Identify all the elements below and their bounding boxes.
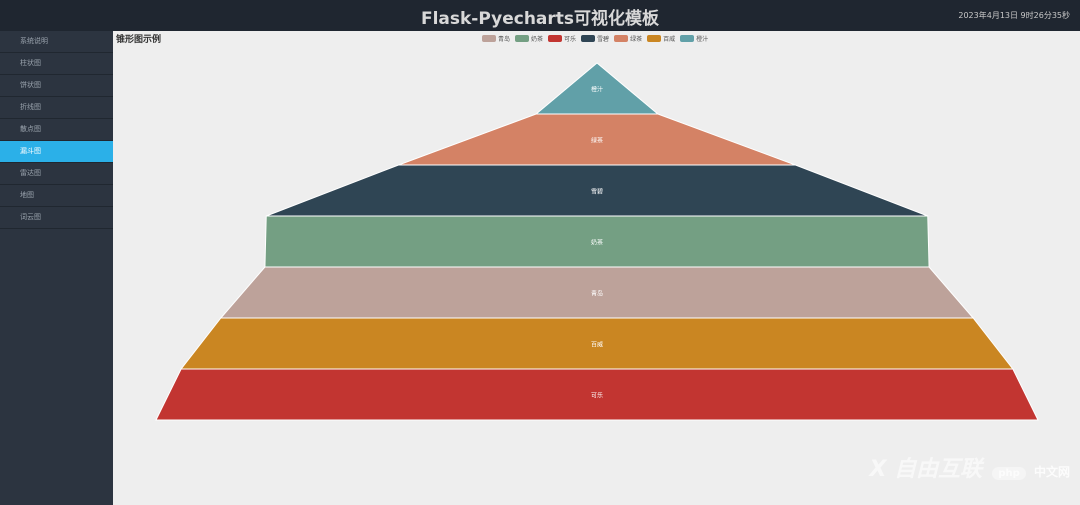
funnel-slice-label: 百威 [591,341,603,349]
legend-label: 奶茶 [531,35,544,43]
legend-item[interactable]: 可乐 [548,34,576,43]
legend-label: 雪碧 [597,35,610,43]
legend-item[interactable]: 雪碧 [581,34,609,43]
funnel-slice-label: 奶茶 [591,239,603,247]
legend-swatch [614,34,629,42]
chart-title: 锥形图示例 [116,35,162,45]
sidebar-nav: 系统说明 柱状图 饼状图 折线图 散点图 漏斗图 雷达图 地图 词云图 [0,31,113,505]
funnel-slice-label: 青岛 [591,290,603,298]
legend-label: 青岛 [498,35,511,43]
sidebar-item-funnel-chart[interactable]: 漏斗图 [0,141,113,163]
watermark-site: 中文网 [1033,465,1070,479]
watermark-brand: X 自由互联 [869,457,983,482]
funnel-slice-label: 绿茶 [591,137,603,145]
clock-display: 2023年4月13日 9时26分35秒 [958,11,1070,20]
legend-label: 橙汁 [696,35,709,43]
legend-swatch [515,34,530,42]
funnel-slice[interactable] [155,368,1039,421]
legend-label: 绿茶 [630,35,643,43]
sidebar-item-map[interactable]: 地图 [0,185,113,207]
legend-swatch [680,34,695,42]
legend-swatch [482,34,496,42]
funnel-slice-label: 可乐 [591,393,603,400]
funnel-slice-label: 雪碧 [591,188,603,196]
watermark-pill: php [992,467,1026,480]
funnel-slice-label: 橙汁 [591,86,603,94]
sidebar-item-pie-chart[interactable]: 饼状图 [0,75,113,97]
legend-item[interactable]: 奶茶 [515,34,543,43]
sidebar-item-system-info[interactable]: 系统说明 [0,31,113,53]
chart-legend: 青岛 奶茶 可乐 雪碧 绿茶 百威 橙汁 [482,33,708,43]
legend-item[interactable]: 橙汁 [680,34,708,43]
chart-panel: 锥形图示例 青岛奶茶可乐雪碧绿茶百威橙汁 橙汁绿茶雪碧奶茶青岛百威可乐 X 自由… [113,31,1080,505]
sidebar-item-word-cloud[interactable]: 词云图 [0,207,113,229]
legend-swatch [548,34,563,42]
app-header: Flask-Pyecharts可视化模板 2023年4月13日 9时26分35秒 [0,0,1080,31]
legend-item[interactable]: 青岛 [482,34,510,43]
legend-swatch [647,34,662,42]
watermark: X 自由互联 php 中文网 [870,451,1070,483]
legend-label: 百威 [663,35,676,43]
legend-label: 可乐 [564,35,577,43]
sidebar-item-line-chart[interactable]: 折线图 [0,97,113,119]
sidebar-item-scatter-chart[interactable]: 散点图 [0,119,113,141]
app-title: Flask-Pyecharts可视化模板 [420,9,660,29]
sidebar-item-bar-chart[interactable]: 柱状图 [0,53,113,75]
legend-item[interactable]: 绿茶 [614,34,642,43]
legend-swatch [581,34,596,42]
sidebar-item-radar-chart[interactable]: 雷达图 [0,163,113,185]
legend-item[interactable]: 百威 [647,34,675,43]
